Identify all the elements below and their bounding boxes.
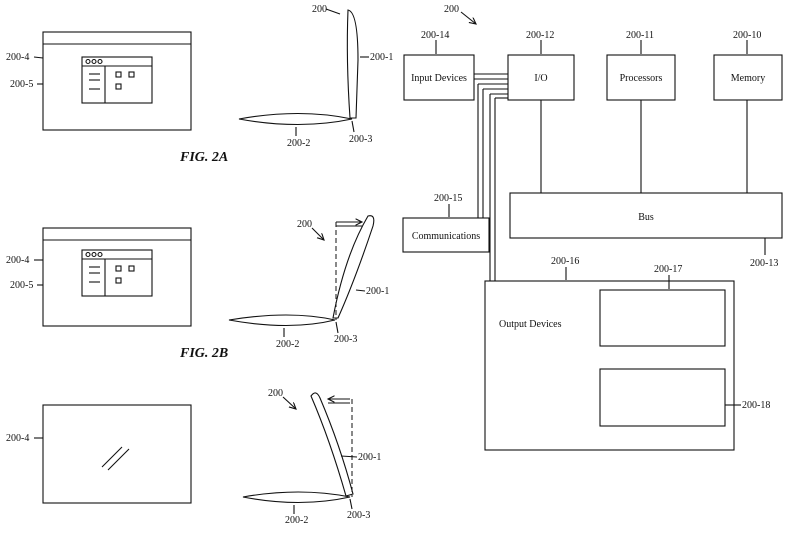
io-label: I/O bbox=[534, 73, 547, 84]
ref-200-1-2c: 200-1 bbox=[358, 452, 381, 463]
communications-box bbox=[402, 217, 490, 253]
ref-200-1-2b: 200-1 bbox=[366, 286, 389, 297]
ref-output-sub-2: 200-18 bbox=[742, 400, 770, 411]
io-box bbox=[507, 54, 575, 101]
laptop-side-2c bbox=[242, 392, 354, 504]
ref-200-block: 200 bbox=[444, 4, 459, 15]
input-devices-label: Input Devices bbox=[411, 73, 467, 84]
ref-200-4-2b: 200-4 bbox=[6, 255, 29, 266]
ref-io: 200-12 bbox=[526, 30, 554, 41]
fig-2a-label: FIG. 2A bbox=[179, 150, 228, 165]
ref-200-2c-top: 200 bbox=[268, 388, 283, 399]
ref-200-4-2c: 200-4 bbox=[6, 433, 29, 444]
ref-200-3-2b: 200-3 bbox=[334, 334, 357, 345]
ref-processors: 200-11 bbox=[626, 30, 654, 41]
laptop-side-2a bbox=[238, 9, 359, 126]
app-window-2a bbox=[81, 56, 153, 104]
ref-200-3-2c: 200-3 bbox=[347, 510, 370, 521]
ref-memory: 200-10 bbox=[733, 30, 761, 41]
fig-2c-group: 200-4 200 200-1 200-2 200-3 bbox=[6, 388, 381, 526]
input-devices-box bbox=[403, 54, 475, 101]
communications-label: Communications bbox=[412, 231, 480, 242]
bus-box bbox=[509, 192, 783, 239]
app-window-2b bbox=[81, 249, 153, 297]
processors-box bbox=[606, 54, 676, 101]
output-sub-box-1 bbox=[599, 289, 726, 347]
ref-200-5-2b: 200-5 bbox=[10, 280, 33, 291]
fig-2b-group: 200-4 200-5 200 200-1 200-2 200-3 FIG. 2… bbox=[6, 215, 389, 361]
processors-label: Processors bbox=[620, 73, 663, 84]
fig-2b-label: FIG. 2B bbox=[179, 346, 228, 361]
output-devices-label: Output Devices bbox=[499, 319, 562, 330]
laptop-side-2b bbox=[228, 215, 375, 327]
ref-200-2b-top: 200 bbox=[297, 219, 312, 230]
ref-input-devices: 200-14 bbox=[421, 30, 449, 41]
bus-label: Bus bbox=[638, 212, 654, 223]
ref-200-2-2b: 200-2 bbox=[276, 339, 299, 350]
memory-box bbox=[713, 54, 783, 101]
fig-2a-group: 200-4 200-5 200 200-1 200-2 200-3 FIG. 2… bbox=[6, 4, 393, 165]
ref-200-2-2a: 200-2 bbox=[287, 138, 310, 149]
screen-2c bbox=[42, 404, 192, 504]
output-sub-box-2 bbox=[599, 368, 726, 427]
ref-output-sub-1: 200-17 bbox=[654, 264, 682, 275]
ref-200-5-2a: 200-5 bbox=[10, 79, 33, 90]
ref-200-1-2a: 200-1 bbox=[370, 52, 393, 63]
ref-bus: 200-13 bbox=[750, 258, 778, 269]
memory-label: Memory bbox=[731, 73, 765, 84]
ref-200-2-2c: 200-2 bbox=[285, 515, 308, 526]
ref-200-4-2a: 200-4 bbox=[6, 52, 29, 63]
ref-200-2a-top: 200 bbox=[312, 4, 327, 15]
ref-output-devices: 200-16 bbox=[551, 256, 579, 267]
ref-communications: 200-15 bbox=[434, 193, 462, 204]
ref-200-3-2a: 200-3 bbox=[349, 134, 372, 145]
block-diagram: 200 200-14 Input Devices 200-12 I/O 200-… bbox=[402, 4, 783, 451]
